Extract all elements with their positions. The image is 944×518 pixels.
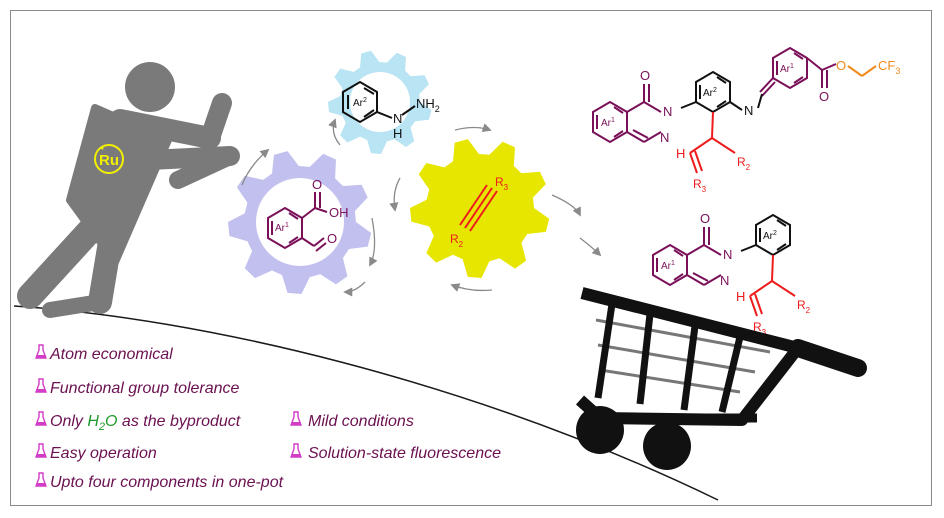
bottom-h: H — [736, 289, 745, 304]
gear3-body — [410, 139, 550, 278]
flask-liquid — [36, 422, 46, 425]
bottom-n2: N — [720, 273, 729, 288]
bottom-r3: R3 — [753, 320, 767, 337]
product-bottom-purple — [652, 227, 722, 287]
product-bottom-red — [749, 254, 796, 317]
hydrazine-ar2: Ar2 — [353, 97, 367, 109]
aldehyde-o: O — [327, 231, 337, 246]
ru-label: Ru — [99, 152, 119, 169]
flask-liquid — [291, 422, 301, 425]
gear-alkyne — [410, 139, 550, 278]
flask-liquid — [36, 454, 46, 457]
shopping-cart-icon — [575, 287, 867, 470]
hydrazine-n: N — [393, 111, 402, 126]
top-r2: R2 — [737, 155, 751, 172]
top-ar1b: Ar1 — [780, 63, 794, 75]
top-n1: N — [663, 104, 672, 119]
top-n2: N — [660, 130, 669, 145]
top-ester-o2: O — [819, 89, 829, 104]
alkyne-r3: R3 — [495, 175, 509, 192]
aldehyde-ar1: Ar1 — [275, 222, 289, 234]
flask-liquid — [291, 454, 301, 457]
top-ar2: Ar2 — [703, 87, 717, 99]
figure-frame — [10, 10, 932, 506]
gear-aldehyde-acid — [228, 151, 372, 294]
product-top-red — [689, 111, 736, 174]
top-imine-n: N — [744, 103, 753, 118]
flask-icons — [34, 344, 303, 487]
top-r3: R3 — [693, 177, 707, 194]
top-h: H — [676, 146, 685, 161]
flask-icon — [34, 443, 48, 458]
cycle-arrows — [241, 118, 602, 297]
bottom-r2: R2 — [797, 298, 811, 315]
person-figure — [17, 62, 240, 318]
bottom-ar1: Ar1 — [661, 260, 675, 272]
hydrazine-structure — [342, 80, 416, 124]
slope-line — [13, 305, 719, 501]
flask-liquid — [36, 389, 46, 392]
bottom-carbonyl-o: O — [700, 211, 710, 226]
acid-oh: OH — [329, 205, 349, 220]
flask-liquid — [36, 483, 46, 486]
alkyne-r2: R2 — [450, 232, 464, 249]
top-carbonyl-o: O — [640, 68, 650, 83]
flask-icon — [289, 411, 303, 426]
hydrazine-nh2: NH2 — [416, 96, 440, 114]
product-top-purple — [592, 46, 837, 144]
flask-icon — [34, 411, 48, 426]
bottom-ar2: Ar2 — [763, 230, 777, 242]
flask-liquid — [36, 355, 46, 358]
flask-icon — [34, 344, 48, 359]
top-ar1: Ar1 — [601, 117, 615, 129]
hydrazine-h: H — [393, 126, 402, 141]
aldehyde-acid-structure — [267, 192, 328, 252]
flask-icon — [289, 443, 303, 458]
alkyne-structure — [459, 184, 498, 232]
gear2-hole — [256, 178, 344, 266]
top-ester-o: O — [836, 58, 846, 73]
ru-catalyst-badge: Ru — [94, 144, 124, 174]
acid-o: O — [312, 177, 322, 192]
product-top-ester — [847, 65, 877, 77]
flask-icon — [34, 378, 48, 393]
bottom-n1: N — [723, 247, 732, 262]
top-cf3: CF3 — [878, 58, 900, 76]
flask-icon — [34, 472, 48, 487]
